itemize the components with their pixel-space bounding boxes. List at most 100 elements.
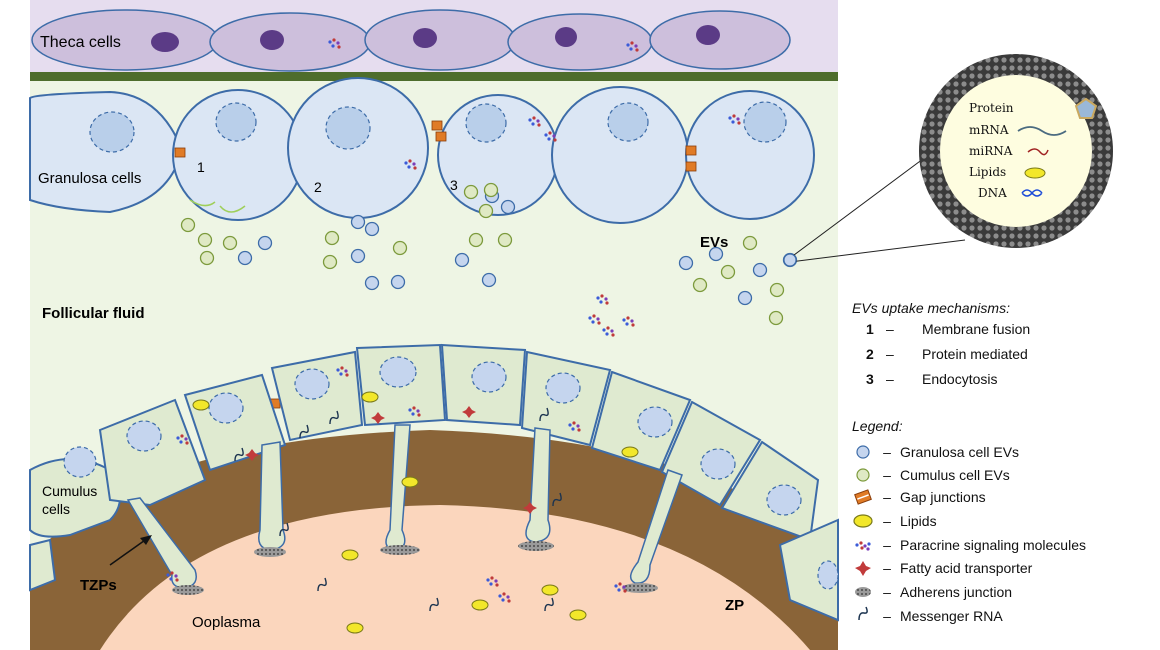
cumulus-ev xyxy=(483,182,499,198)
legend-item-fatty-acid: –Fatty acid transporter xyxy=(852,557,1032,579)
paracrine-molecules xyxy=(166,571,179,582)
cumulus-ev xyxy=(768,310,784,326)
paracrine-molecules xyxy=(588,314,601,325)
uptake-num: 1 xyxy=(866,321,874,337)
legend-dash: – xyxy=(883,513,891,529)
paracrine-molecules xyxy=(602,326,615,337)
granulosa-ev xyxy=(350,214,366,230)
paracrine-icon xyxy=(855,541,871,551)
cumulus-ev xyxy=(742,235,758,251)
cumulus-cells-label-line2: cells xyxy=(42,501,70,517)
granulosa-ev-icon xyxy=(856,445,870,459)
legend-item-granulosa-ev: –Granulosa cell EVs xyxy=(852,441,1019,463)
cumulus-ev xyxy=(468,232,484,248)
legend-item-mrna: –Messenger RNA xyxy=(852,605,1003,627)
adherens-junctions xyxy=(172,541,658,595)
fatty-acid-transporter xyxy=(462,406,476,418)
paracrine-molecules xyxy=(404,159,417,170)
messenger-rna xyxy=(299,424,309,439)
adherens-junction-icon xyxy=(855,587,871,597)
cumulus-ev xyxy=(769,282,785,298)
uptake-text: Endocytosis xyxy=(922,371,998,387)
legend-text: Fatty acid transporter xyxy=(900,560,1033,576)
legend-dash: – xyxy=(883,608,891,624)
legend-item-paracrine: –Paracrine signaling molecules xyxy=(852,534,1086,556)
granulosa-ev xyxy=(454,252,470,268)
legend-item-gap-junction: –Gap junctions xyxy=(852,486,986,508)
legend-text: Granulosa cell EVs xyxy=(900,444,1020,460)
tzps-arrow-head xyxy=(140,535,152,545)
gap-junction-icon xyxy=(854,489,872,505)
mrna-icon xyxy=(1017,126,1067,136)
cumulus-ev xyxy=(463,184,479,200)
paracrine-molecules xyxy=(626,41,639,52)
zoomed-ev-source xyxy=(783,253,797,267)
paracrine-molecules xyxy=(728,114,741,125)
paracrine-molecules xyxy=(568,421,581,432)
cumulus-cells-label-line1: Cumulus xyxy=(42,483,97,499)
zp-label: ZP xyxy=(725,597,744,614)
legend-dash: – xyxy=(883,444,891,460)
uptake-text: Membrane fusion xyxy=(922,321,1031,337)
zoom-line-top xyxy=(789,149,936,259)
granulosa-ev xyxy=(364,275,380,291)
legend-dash: – xyxy=(883,489,891,505)
lipid xyxy=(471,599,489,611)
lipid xyxy=(361,391,379,403)
lipid xyxy=(569,609,587,621)
cumulus-ev xyxy=(222,235,238,251)
mirna-icon xyxy=(1027,148,1049,156)
uptake-item-2: 2 – Protein mediated xyxy=(866,343,1028,365)
uptake-text: Protein mediated xyxy=(922,346,1028,362)
dna-icon xyxy=(1021,189,1043,197)
granulosa-ev xyxy=(752,262,768,278)
granulosa-ev xyxy=(708,246,724,262)
legend-text: Paracrine signaling molecules xyxy=(900,537,1086,553)
cumulus-ev xyxy=(497,232,513,248)
legend-dash: – xyxy=(883,560,891,576)
ev-content-dna: DNA xyxy=(978,186,1007,200)
paracrine-molecules xyxy=(176,434,189,445)
granulosa-cells-label: Granulosa cells xyxy=(38,170,141,187)
paracrine-molecules xyxy=(336,366,349,377)
ev-content-mrna: mRNA xyxy=(969,123,1009,137)
ev-content-protein: Protein xyxy=(969,101,1014,115)
messenger-rna xyxy=(234,447,244,462)
fatty-acid-transporter-icon xyxy=(855,561,871,576)
membrane-fusion-mark xyxy=(189,199,246,213)
cumulus-ev xyxy=(692,277,708,293)
ev-content-mirna: miRNA xyxy=(969,144,1013,158)
messenger-rna xyxy=(317,577,327,592)
granulosa-ev xyxy=(364,221,380,237)
fatty-acid-transporter xyxy=(523,502,537,514)
granulosa-ev xyxy=(350,248,366,264)
molecular-features xyxy=(166,38,741,634)
lipid-icon xyxy=(853,514,873,528)
legend-text: Adherens junction xyxy=(900,584,1013,600)
granulosa-ev xyxy=(390,274,406,290)
paracrine-molecules xyxy=(486,576,499,587)
legend-dash: – xyxy=(883,584,891,600)
marker-1: 1 xyxy=(197,159,205,175)
granulosa-nuclei xyxy=(89,101,787,153)
ooplasma-label: Ooplasma xyxy=(192,614,261,631)
cumulus-ev-icon xyxy=(856,468,870,482)
lipid xyxy=(341,549,359,561)
lipid xyxy=(541,584,559,596)
lipid xyxy=(401,476,419,488)
legend-text: Gap junctions xyxy=(900,489,986,505)
uptake-item-3: 3 – Endocytosis xyxy=(866,368,997,390)
granulosa-ev xyxy=(257,235,273,251)
tzps-arrow-line xyxy=(109,537,149,566)
zoom-line-bottom xyxy=(789,239,966,263)
messenger-rna xyxy=(544,597,554,612)
granulosa-ev xyxy=(500,199,516,215)
ev-lumen xyxy=(940,75,1092,227)
messenger-rna xyxy=(539,407,549,422)
messenger-rna xyxy=(429,597,439,612)
cumulus-ev xyxy=(720,264,736,280)
uptake-dash: – xyxy=(886,321,894,337)
uptake-num: 2 xyxy=(866,346,874,362)
legend-title: Legend: xyxy=(852,418,903,434)
